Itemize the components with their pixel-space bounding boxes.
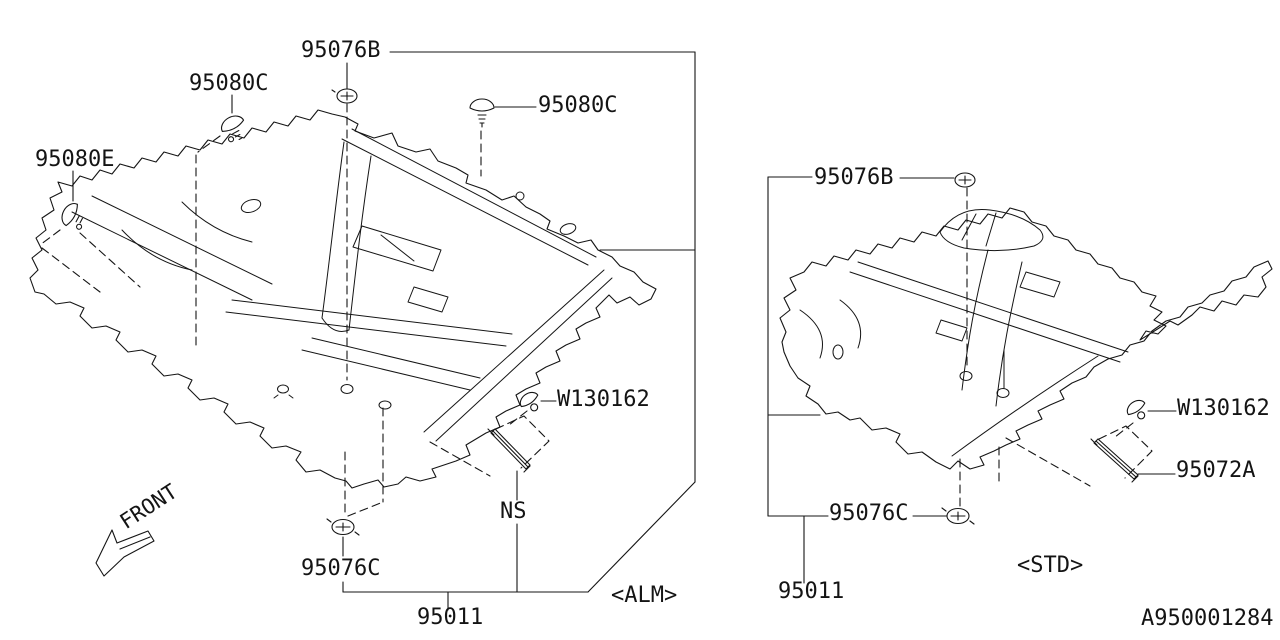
alm-carpet-outline xyxy=(29,109,657,489)
part-label-95076c-std: 95076C xyxy=(829,501,909,526)
part-label-95011-alm: 95011 xyxy=(417,605,484,630)
variant-caption-std: <STD> xyxy=(1017,553,1084,578)
part-label-w130162-std: W130162 xyxy=(1177,396,1270,421)
part-label-95080c-right-alm: 95080C xyxy=(538,93,618,118)
alm-leader-lines xyxy=(72,51,696,611)
alm-carpet-fastener-holes xyxy=(273,384,392,410)
alm-screw-clip-95076b-icon xyxy=(331,88,358,104)
part-label-95080e-alm: 95080E xyxy=(35,147,115,172)
variant-caption-alm: <ALM> xyxy=(611,583,678,608)
part-label-95080c-left-alm: 95080C xyxy=(189,71,269,96)
part-label-95011-std: 95011 xyxy=(778,579,845,604)
alm-push-clip-95080e-icon xyxy=(61,203,83,230)
std-carpet-outline xyxy=(779,207,1273,470)
alm-push-clip-95080c-left-icon xyxy=(221,115,245,143)
front-direction-arrow-icon xyxy=(95,529,155,577)
part-label-95076b-std: 95076B xyxy=(814,165,894,190)
std-silencer-pad-95072a-icon xyxy=(1090,438,1139,483)
part-label-95076b-alm: 95076B xyxy=(301,38,381,63)
alm-push-clip-95080c-right-icon xyxy=(469,98,495,128)
alm-projection-dashed-lines xyxy=(39,103,550,517)
std-screw-clip-95076b-icon xyxy=(954,172,976,188)
std-projection-dashed-lines xyxy=(959,187,1153,507)
alm-grommet-w130162-icon xyxy=(519,391,539,412)
std-leader-lines xyxy=(767,176,1177,584)
alm-carpet-drawing xyxy=(29,109,657,489)
std-carpet-interior-lines xyxy=(799,208,1129,457)
std-screw-clip-95076c-icon xyxy=(941,507,975,525)
part-label-w130162-alm: W130162 xyxy=(557,387,650,412)
alm-silencer-pad-ns-icon xyxy=(487,428,531,473)
alm-screw-clip-95076c-icon xyxy=(326,518,360,536)
alm-carpet-interior-lines xyxy=(71,128,613,442)
std-grommet-w130162-icon xyxy=(1126,399,1146,420)
part-label-95076c-alm: 95076C xyxy=(299,556,383,581)
ns-marker-label-alm: NS xyxy=(498,499,529,524)
part-label-95072a-std: 95072A xyxy=(1176,458,1256,483)
std-carpet-drawing xyxy=(779,207,1273,470)
drawing-number: A950001284 xyxy=(1141,606,1274,631)
std-carpet-fastener-holes xyxy=(959,371,1010,398)
